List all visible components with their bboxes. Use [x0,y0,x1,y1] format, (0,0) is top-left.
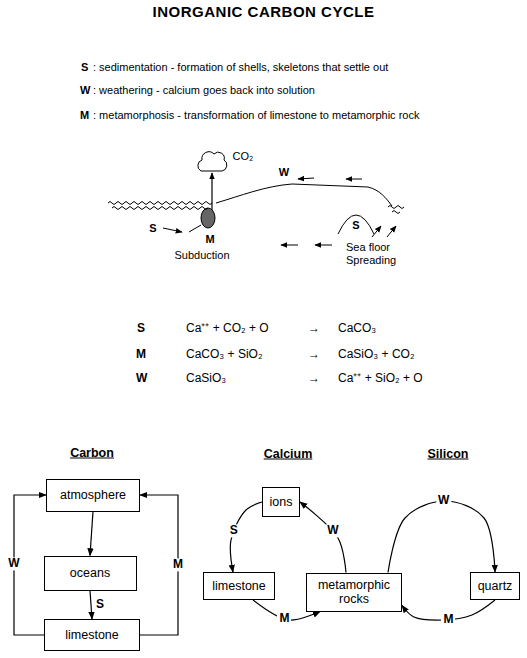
cycle-heading: Silicon [428,447,469,462]
weathering-arrow [298,178,314,179]
wave-line [112,207,208,210]
box-text: oceans [70,566,110,580]
equation-letter: M [136,347,146,361]
box-text: ions [270,495,293,509]
edge-label: S [94,598,106,611]
reservoir-box: metamorphic rocks [306,573,402,612]
reservoir-box: atmosphere [46,479,140,512]
key-text: : metamorphosis - transformation of lime… [93,109,419,122]
wave-line [388,206,404,209]
equation-term: Ca⁺⁺ + CO₂ + O [186,321,269,335]
box-text: atmosphere [60,488,126,502]
box-text: limestone [212,579,266,593]
edge-label: S [228,524,240,537]
key-letter: M [80,109,89,122]
edge-label: M [277,613,291,626]
flow-arrow [90,591,92,620]
key-letter: S [81,61,88,74]
flow-arrow [90,512,93,556]
reservoir-box: limestone [44,619,140,651]
sediment-mound [338,215,374,234]
process-letter: M [205,233,214,246]
key-text: : weathering - calcium goes back into so… [93,84,315,97]
flow-arrow [300,502,346,573]
weathering-arrow [346,179,362,180]
process-letter: S [149,222,156,235]
equation-arrow: → [308,347,320,361]
equation-letter: W [136,371,147,385]
equation-term: Ca⁺⁺ + SiO₂ + O [338,371,423,385]
reservoir-box: quartz [470,572,520,600]
equation-arrow: → [308,371,320,385]
title: INORGANIC CARBON CYCLE [0,3,527,20]
key-text: : sedimentation - formation of shells, s… [93,61,388,74]
edge-label: M [441,613,455,626]
equation-arrow: → [308,321,320,335]
seafloor-arrow [281,245,298,246]
equation-term: CaCO₃ [338,321,376,335]
magma-chamber [201,208,215,228]
land-profile [216,184,392,206]
wave-line [108,202,212,205]
seafloor-arrow [315,245,332,246]
equation-letter: S [137,321,145,335]
box-text: quartz [478,579,513,593]
reservoir-box: limestone [203,572,275,600]
equation-term: CaSiO₃ + CO₂ [338,347,415,361]
reservoir-box: ions [262,487,300,517]
cycle-heading: Carbon [70,446,114,461]
process-letter: S [352,219,359,232]
equation-term: CaCO₃ + SiO₂ [186,347,263,361]
edge-label: W [6,557,21,570]
gas-label: CO₂ [233,150,254,163]
equation-term: CaSiO₃ [186,371,226,385]
key-letter: W [80,84,90,97]
box-text: metamorphic rocks [313,578,395,607]
wave-line [392,211,400,214]
process-letter: W [279,166,289,179]
reservoir-box: oceans [44,556,137,591]
place-label: Subduction [174,249,229,262]
flow-arrow [388,501,495,573]
sea-waves [108,202,404,214]
edge-label: W [436,494,451,507]
spreading-arrow [372,226,381,237]
sediment-arrow [163,228,182,232]
cycle-heading: Calcium [264,447,313,462]
plume-arrow [211,173,212,210]
edge-label: W [325,525,340,538]
spreading-arrow [387,226,396,237]
volcano-cloud [198,152,227,171]
box-text: limestone [65,628,119,642]
subducting-slab [189,225,201,232]
edge-label: M [171,558,185,571]
place-label: Sea floor Spreading [346,241,406,267]
